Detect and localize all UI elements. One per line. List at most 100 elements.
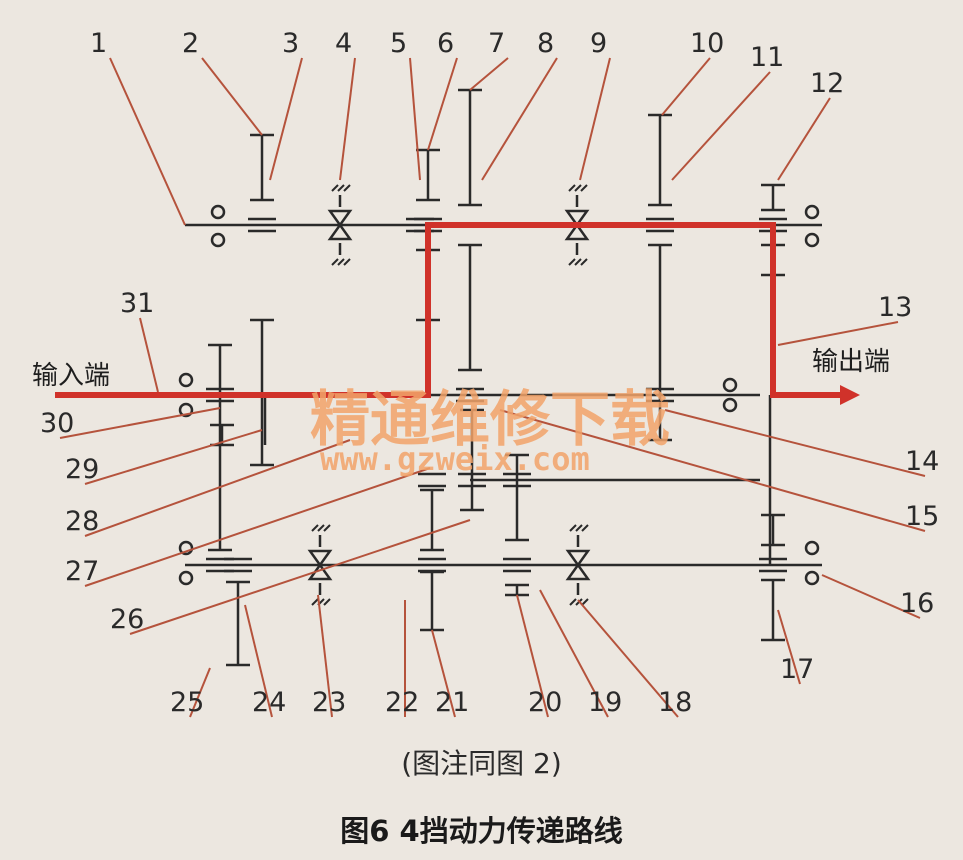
callout-label-31: 31 (120, 288, 154, 319)
leader-line-3 (269, 57, 303, 181)
leader-line-6 (427, 57, 458, 151)
bearing-icon-0 (210, 204, 226, 220)
callout-label-7: 7 (488, 28, 505, 59)
synchro-4-bottom (327, 222, 353, 241)
callout-label-22: 22 (385, 687, 419, 718)
leader-line-24 (244, 604, 273, 718)
synchro-18-bottom (565, 562, 591, 581)
callout-label-26: 26 (110, 604, 144, 635)
callout-label-19: 19 (588, 687, 622, 718)
leader-line-17 (777, 609, 801, 685)
bearing-icon-4 (178, 372, 194, 388)
leader-line-20 (516, 594, 549, 718)
leader-line-26 (129, 519, 471, 635)
leader-line-19 (539, 589, 609, 718)
callout-label-21: 21 (435, 687, 469, 718)
leader-line-13 (777, 321, 899, 346)
callout-label-11: 11 (750, 42, 784, 73)
synchro-18-hatch-bottom-0 (569, 598, 577, 606)
leader-line-4 (339, 57, 356, 181)
synchronizers (307, 184, 591, 606)
bearing-icon-6 (178, 540, 194, 556)
leader-lines (59, 57, 926, 718)
synchro-9-hatch-top-2 (580, 184, 588, 192)
synchro-4-top (327, 209, 353, 228)
leader-line-14 (664, 409, 926, 477)
callout-label-14: 14 (905, 446, 939, 477)
synchro-23-hatch-bottom-0 (311, 598, 319, 606)
leader-line-9 (579, 57, 611, 181)
leader-line-30 (59, 407, 221, 439)
callout-label-12: 12 (810, 68, 844, 99)
leader-line-7 (469, 57, 509, 91)
synchro-9-hatch-bottom-0 (568, 258, 576, 266)
leader-line-2 (201, 57, 263, 136)
callout-label-10: 10 (690, 28, 724, 59)
callout-label-6: 6 (437, 28, 454, 59)
synchro-23-hatch-top-1 (317, 524, 325, 532)
synchro-4-hatch-top-2 (343, 184, 351, 192)
synchro-9-hatch-top-1 (574, 184, 582, 192)
bearing-icon-1 (210, 232, 226, 248)
figure-caption-note: (图注同图 2) (401, 747, 562, 780)
leader-line-8 (481, 57, 558, 181)
leader-line-10 (661, 57, 711, 116)
synchro-9-hatch-top-0 (568, 184, 576, 192)
synchro-9-hatch-bottom-2 (580, 258, 588, 266)
power-flow-path (55, 222, 860, 405)
leader-line-23 (317, 594, 333, 718)
synchro-4-hatch-top-0 (331, 184, 339, 192)
figure-title: 图6 4挡动力传递路线 (340, 814, 623, 848)
callout-label-27: 27 (65, 556, 99, 587)
leader-line-25 (189, 667, 211, 718)
callout-label-2: 2 (182, 28, 199, 59)
leader-line-12 (777, 97, 831, 181)
synchro-23-hatch-top-0 (311, 524, 319, 532)
bearings (178, 204, 820, 586)
leader-line-18 (577, 599, 679, 718)
synchro-18-hatch-top-1 (575, 524, 583, 532)
callout-label-5: 5 (390, 28, 407, 59)
leader-line-27 (84, 467, 431, 587)
bearing-icon-7 (178, 570, 194, 586)
bearing-icon-10 (722, 377, 738, 393)
synchro-18-top (565, 549, 591, 568)
leader-line-31 (139, 317, 159, 393)
synchro-23-hatch-top-2 (323, 524, 331, 532)
power-path-arrowhead-icon (840, 385, 860, 405)
callout-label-15: 15 (905, 501, 939, 532)
synchro-4-hatch-bottom-2 (343, 258, 351, 266)
callout-label-30: 30 (40, 408, 74, 439)
callout-label-25: 25 (170, 687, 204, 718)
synchro-18-hatch-top-2 (581, 524, 589, 532)
leader-line-28 (84, 439, 351, 537)
callout-label-3: 3 (282, 28, 299, 59)
callout-label-29: 29 (65, 454, 99, 485)
callout-label-28: 28 (65, 506, 99, 537)
bearing-icon-8 (804, 540, 820, 556)
bearing-icon-2 (804, 204, 820, 220)
callout-label-20: 20 (528, 687, 562, 718)
gears (206, 88, 787, 667)
synchro-4-hatch-bottom-1 (337, 258, 345, 266)
callout-label-23: 23 (312, 687, 346, 718)
synchro-9-hatch-bottom-1 (574, 258, 582, 266)
synchro-9-top (564, 209, 590, 228)
leader-line-11 (671, 71, 771, 181)
callout-label-9: 9 (590, 28, 607, 59)
callout-label-8: 8 (537, 28, 554, 59)
callout-label-24: 24 (252, 687, 286, 718)
synchro-4-hatch-bottom-0 (331, 258, 339, 266)
callout-label-13: 13 (878, 292, 912, 323)
synchro-18-hatch-top-0 (569, 524, 577, 532)
synchro-4-hatch-top-1 (337, 184, 345, 192)
input-end-label: 输入端 (32, 361, 110, 391)
synchro-23-hatch-bottom-2 (323, 598, 331, 606)
bearing-icon-11 (722, 397, 738, 413)
synchro-9-bottom (564, 222, 590, 241)
leader-line-21 (431, 629, 456, 718)
leader-line-5 (409, 57, 421, 181)
